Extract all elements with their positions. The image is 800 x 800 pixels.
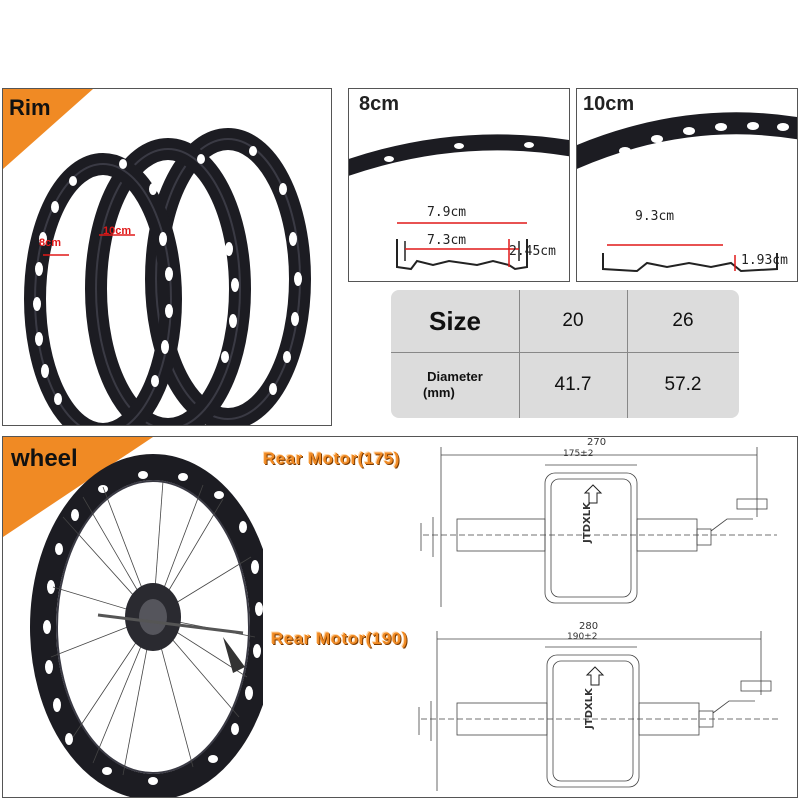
diameter-label-line2: (mm) [423, 385, 455, 400]
diameter-20: 41.7 [554, 374, 592, 395]
motor-175-title: Rear Motor(175) [263, 449, 400, 468]
motor-190-title: Rear Motor(190) [271, 629, 408, 648]
wheel-panel: wheel Re [2, 436, 798, 798]
profile-8cm-panel: 8cm 7.9cm 7.3cm 2.45cm [348, 88, 570, 282]
diameter-label: Diameter (mm) [391, 352, 519, 418]
wheel-photo [30, 454, 263, 797]
profile-10cm-height: 1.93cm [741, 253, 788, 268]
motor-175-axle-width: 175±2 [563, 449, 594, 459]
size-header: Size [428, 305, 482, 336]
diameter-label-line1: Diameter [427, 369, 483, 384]
size-20: 20 [562, 310, 584, 331]
motor-190-axle-width: 190±2 [567, 632, 598, 642]
motor-175-brand: JTDXLK [581, 502, 593, 543]
wheel-tag: wheel [11, 445, 78, 472]
motor-175-overall-width: 270 [587, 437, 607, 448]
profile-8cm-title: 8cm [359, 93, 400, 115]
rim-panel: Rim [2, 88, 332, 426]
profile-10cm-panel: 10cm 9.3cm 1.93cm [576, 88, 798, 282]
profile-8cm-inner-width: 7.3cm [427, 233, 467, 248]
rim-holes [33, 146, 302, 405]
motor-190-brand: JTDXLK [583, 688, 595, 729]
rim-photo [24, 128, 311, 425]
rim-8cm-label: 8cm [39, 237, 62, 249]
motor-190-overall-width: 280 [579, 621, 599, 632]
profile-8cm-outer-width: 7.9cm [427, 205, 467, 220]
diameter-26: 57.2 [664, 374, 702, 395]
rim-middle [85, 138, 251, 425]
profile-8cm-height: 2.45cm [509, 244, 556, 259]
wheel-tag-shape [3, 437, 153, 537]
size-26: 26 [672, 310, 694, 331]
motor-175-drawing [420, 447, 777, 607]
motor-190-drawing [418, 631, 781, 791]
size-table: Size 20 26 Diameter (mm) 41.7 57.2 [391, 290, 739, 418]
profile-10cm-drawing [577, 112, 797, 273]
wheel-holes [43, 471, 263, 785]
profile-8cm-drawing [349, 134, 569, 271]
profile-10cm-title: 10cm [583, 93, 635, 115]
profile-10cm-width: 9.3cm [635, 209, 675, 224]
rim-tag-shape [3, 89, 93, 169]
rim-tag: Rim [9, 95, 51, 120]
rim-10cm-label: 10cm [103, 225, 132, 237]
